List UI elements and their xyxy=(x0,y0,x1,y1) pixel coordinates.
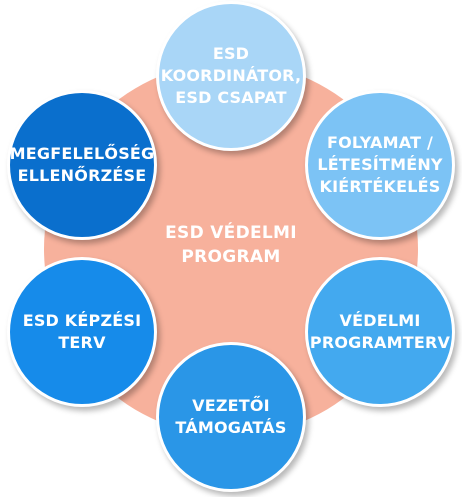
node-bottom-left-line1: ESD KÉPZÉSI xyxy=(22,311,142,330)
central-hub-label: ESD VÉDELMI PROGRAM xyxy=(131,210,331,280)
node-compliance-verification: MEGFELELŐSÉG ELLENŐRZÉSE xyxy=(7,90,157,240)
node-bottom-right-line1: VÉDELMI xyxy=(339,311,421,330)
node-top-left-line1: MEGFELELŐSÉG xyxy=(9,144,155,163)
node-top-line1: ESD xyxy=(212,44,250,63)
node-management-support: VEZETŐI TÁMOGATÁS xyxy=(156,342,306,492)
node-esd-coordinator: ESD KOORDINÁTOR, ESD CSAPAT xyxy=(156,1,306,151)
node-bottom-line2: TÁMOGATÁS xyxy=(175,418,287,437)
node-top-left-line2: ELLENŐRZÉSE xyxy=(17,166,147,185)
node-bottom-left-line2: TERV xyxy=(58,333,106,352)
node-top-right-line2: LÉTESÍTMÉNY xyxy=(317,155,443,174)
node-top-line3: ESD CSAPAT xyxy=(175,88,287,107)
node-process-facility-evaluation: FOLYAMAT / LÉTESÍTMÉNY KIÉRTÉKELÉS xyxy=(305,90,455,240)
node-top-line2: KOORDINÁTOR, xyxy=(160,66,302,85)
hub-label-line2: PROGRAM xyxy=(181,247,281,267)
hub-label-line1: ESD VÉDELMI xyxy=(165,223,297,243)
node-bottom-right-line2: PROGRAMTERV xyxy=(309,333,451,352)
node-bottom-line1: VEZETŐI xyxy=(192,396,270,415)
node-protection-program-plan: VÉDELMI PROGRAMTERV xyxy=(305,257,455,407)
node-top-right-line3: KIÉRTÉKELÉS xyxy=(319,177,441,196)
node-top-right-line1: FOLYAMAT / xyxy=(326,133,434,152)
node-esd-training-plan: ESD KÉPZÉSI TERV xyxy=(7,257,157,407)
